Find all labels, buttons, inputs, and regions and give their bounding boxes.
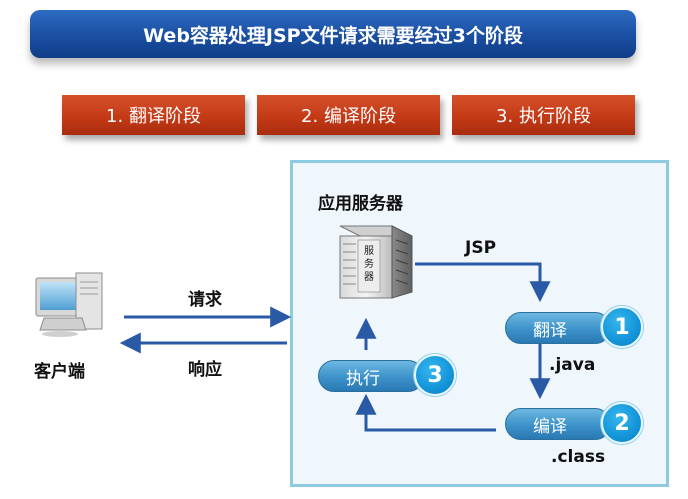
server-icon-text-3: 器 [364, 271, 374, 283]
step-execute-label: 执行 [346, 368, 380, 389]
step-translate-pill: 翻译 [505, 312, 611, 344]
step-number-2: 2 [601, 402, 643, 444]
java-label: .java [549, 355, 596, 375]
title-banner: Web容器处理JSP文件请求需要经过3个阶段 [30, 10, 636, 58]
jsp-arrow [415, 262, 551, 303]
request-label: 请求 [188, 290, 222, 310]
step-compile-label: 编译 [533, 416, 567, 437]
step-translate-label: 翻译 [533, 320, 567, 341]
server-icon-text-2: 务 [364, 257, 374, 270]
stage-translate-label: 1. 翻译阶段 [106, 106, 201, 127]
stage-execute: 3. 执行阶段 [452, 95, 635, 135]
stage-execute-label: 3. 执行阶段 [496, 106, 591, 127]
server-icon-text-1: 服 [364, 245, 374, 257]
step-number-3-text: 3 [427, 362, 443, 388]
response-label: 响应 [188, 360, 222, 380]
class-arrow [355, 393, 496, 432]
title-text: Web容器处理JSP文件请求需要经过3个阶段 [143, 24, 523, 47]
stage-compile-label: 2. 编译阶段 [301, 106, 396, 127]
stage-compile: 2. 编译阶段 [257, 95, 440, 135]
jsp-label: JSP [465, 238, 497, 258]
client-label: 客户端 [34, 362, 85, 382]
step-execute-pill: 执行 [318, 360, 424, 392]
step-number-2-text: 2 [614, 410, 630, 436]
step-number-1: 1 [601, 306, 643, 348]
step-number-3: 3 [414, 354, 456, 396]
step-number-1-text: 1 [614, 314, 630, 340]
app-server-title: 应用服务器 [318, 194, 403, 214]
class-label: .class [551, 447, 606, 467]
stage-translate: 1. 翻译阶段 [62, 95, 245, 135]
step-compile-pill: 编译 [505, 408, 611, 440]
